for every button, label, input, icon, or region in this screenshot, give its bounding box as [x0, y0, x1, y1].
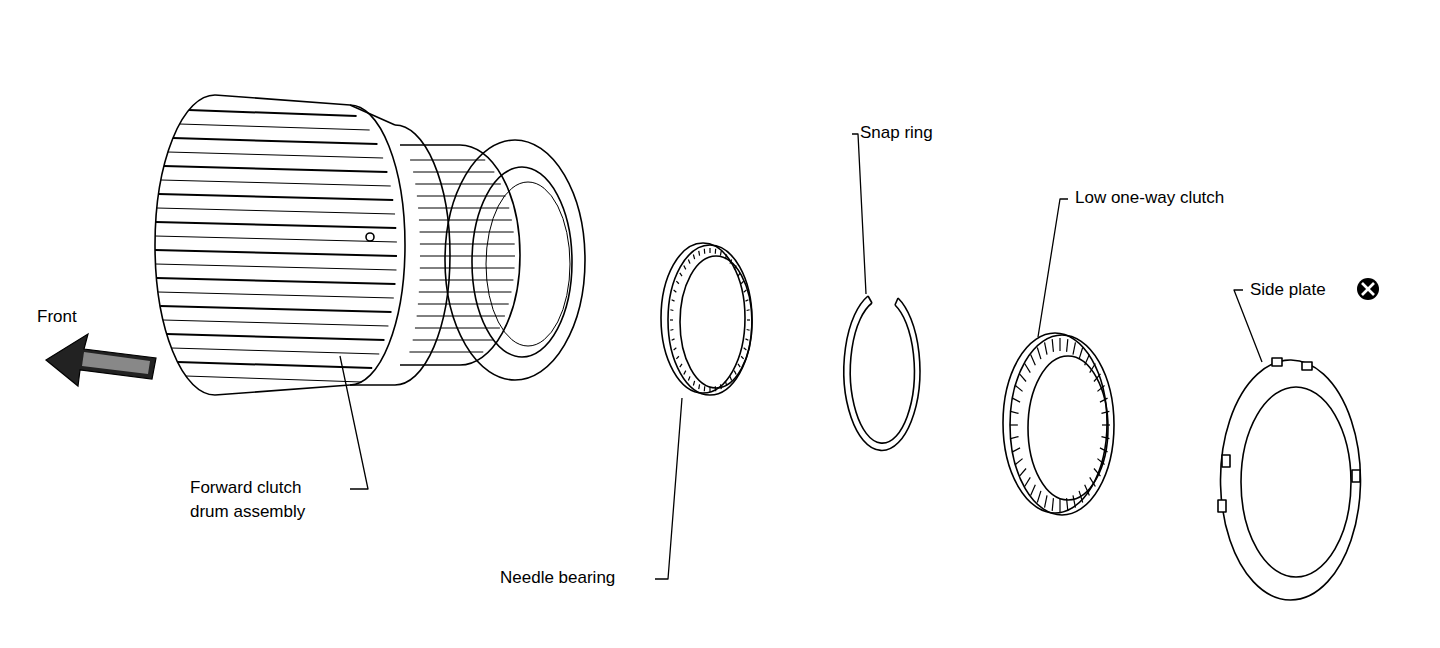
part-label: Needle bearing [500, 566, 615, 590]
front-arrow [46, 334, 156, 386]
part-label: Snap ring [860, 121, 933, 145]
snap-ring [844, 296, 920, 450]
side-plate [1218, 358, 1361, 600]
part-label: Forward clutch drum assembly [190, 476, 340, 524]
part-label: Low one-way clutch [1075, 186, 1224, 210]
needle-bearing [661, 243, 752, 395]
replace-symbol [1357, 278, 1379, 300]
clutch-drum [155, 95, 585, 395]
part-label: Side plate [1250, 278, 1326, 302]
leader-line [340, 133, 1262, 579]
direction-label: Front [37, 305, 77, 329]
one-way-clutch [1003, 333, 1114, 515]
